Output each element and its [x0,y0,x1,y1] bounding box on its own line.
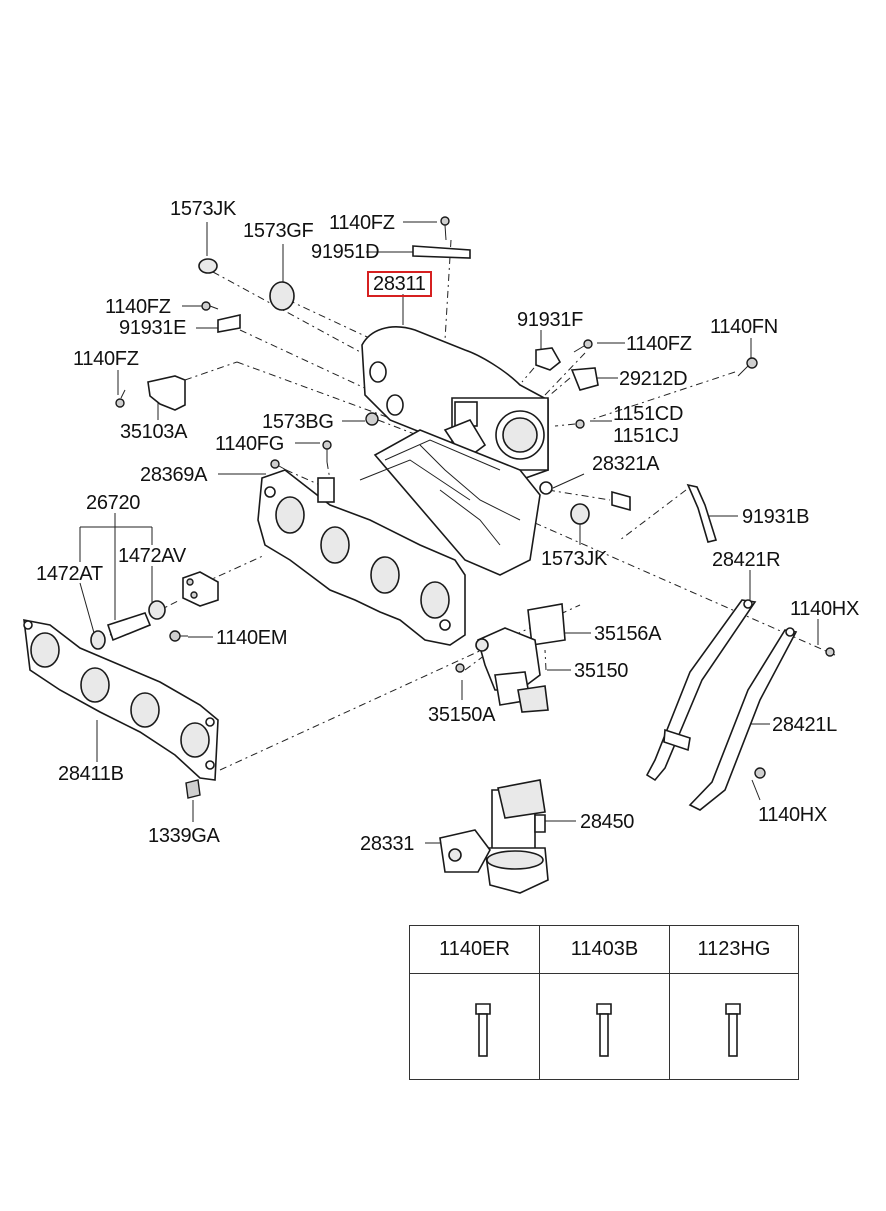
small-parts [115,216,758,543]
bolt-table-cell-3 [670,974,798,1079]
label-1472AT: 1472AT [36,563,103,585]
label-1140FG: 1140FG [215,433,284,455]
label-28411B: 28411B [58,763,124,785]
label-35103A: 35103A [120,421,188,443]
bolt-table-cell-1 [410,974,540,1079]
label-1140FZ-left: 1140FZ [105,296,171,318]
label-28369A: 28369A [140,464,208,486]
label-91931F: 91931F [517,309,584,331]
label-1140HX-top: 1140HX [790,598,859,620]
label-1151CD: 1151CD [613,403,684,425]
bolt-table-cell-2 [540,974,670,1079]
label-28311-highlighted: 28311 [367,271,432,297]
label-29212D: 29212D [619,368,688,390]
label-1140EM: 1140EM [216,627,288,649]
intake-manifold-28311 [359,326,549,576]
label-28331: 28331 [360,833,415,855]
table-bolts [475,1003,741,1057]
bolt-table: 1140ER 11403B 1123HG [409,925,799,1080]
gasket-1573JK [570,503,590,525]
stays-28421 [645,599,835,811]
label-91931E: 91931E [119,317,187,339]
bracket-91931B [686,483,718,543]
fitting-29212D [570,367,599,391]
label-91931B: 91931B [742,506,810,528]
bracket-91951D [412,245,471,259]
label-28421R: 28421R [712,549,781,571]
pipe-26720 [106,612,152,642]
label-1140FZ-far-left: 1140FZ [73,348,139,370]
gasket-28411B [23,619,219,781]
plug-1573GF [269,281,295,311]
plug-1573JK [198,258,218,274]
valve-35150 [455,603,566,713]
label-28321A: 28321A [592,453,660,475]
label-1140FZ-right: 1140FZ [626,333,692,355]
label-26720: 26720 [86,492,141,514]
label-1573GF: 1573GF [243,220,314,242]
label-35150: 35150 [574,660,629,682]
stay-28421L [688,629,798,811]
label-1151CJ: 1151CJ [613,425,679,447]
runner-flange [257,469,466,646]
label-1573JK-mid: 1573JK [541,548,608,570]
label-1140FZ-top: 1140FZ [329,212,395,234]
bracket-91931E [217,313,241,333]
bolt-table-header-3: 1123HG [670,926,798,974]
bracket-35103A [147,375,186,411]
label-1140HX-bottom: 1140HX [758,804,827,826]
bracket-91931F [535,347,562,371]
label-1472AV: 1472AV [118,545,186,567]
gasket-28331 [439,829,491,873]
label-1339GA: 1339GA [148,825,220,847]
grommet-28321A [539,481,553,495]
gasket-35156A [527,603,566,646]
nut-1339GA [185,779,201,799]
left-parts [90,571,219,650]
thermostat-housing [182,571,219,607]
label-91951D: 91951D [311,241,380,263]
dash-dot-lines [109,239,836,771]
label-1140FN: 1140FN [710,316,778,338]
label-1573BG: 1573BG [262,411,334,433]
bolt-table-header-2: 11403B [540,926,670,974]
label-1573JK-top: 1573JK [170,198,237,220]
bolt-table-header-1: 1140ER [410,926,540,974]
label-28421L: 28421L [772,714,837,736]
label-28450: 28450 [580,811,635,833]
egr-valve-28450 [439,779,549,894]
label-35150A: 35150A [428,704,496,726]
label-35156A: 35156A [594,623,662,645]
